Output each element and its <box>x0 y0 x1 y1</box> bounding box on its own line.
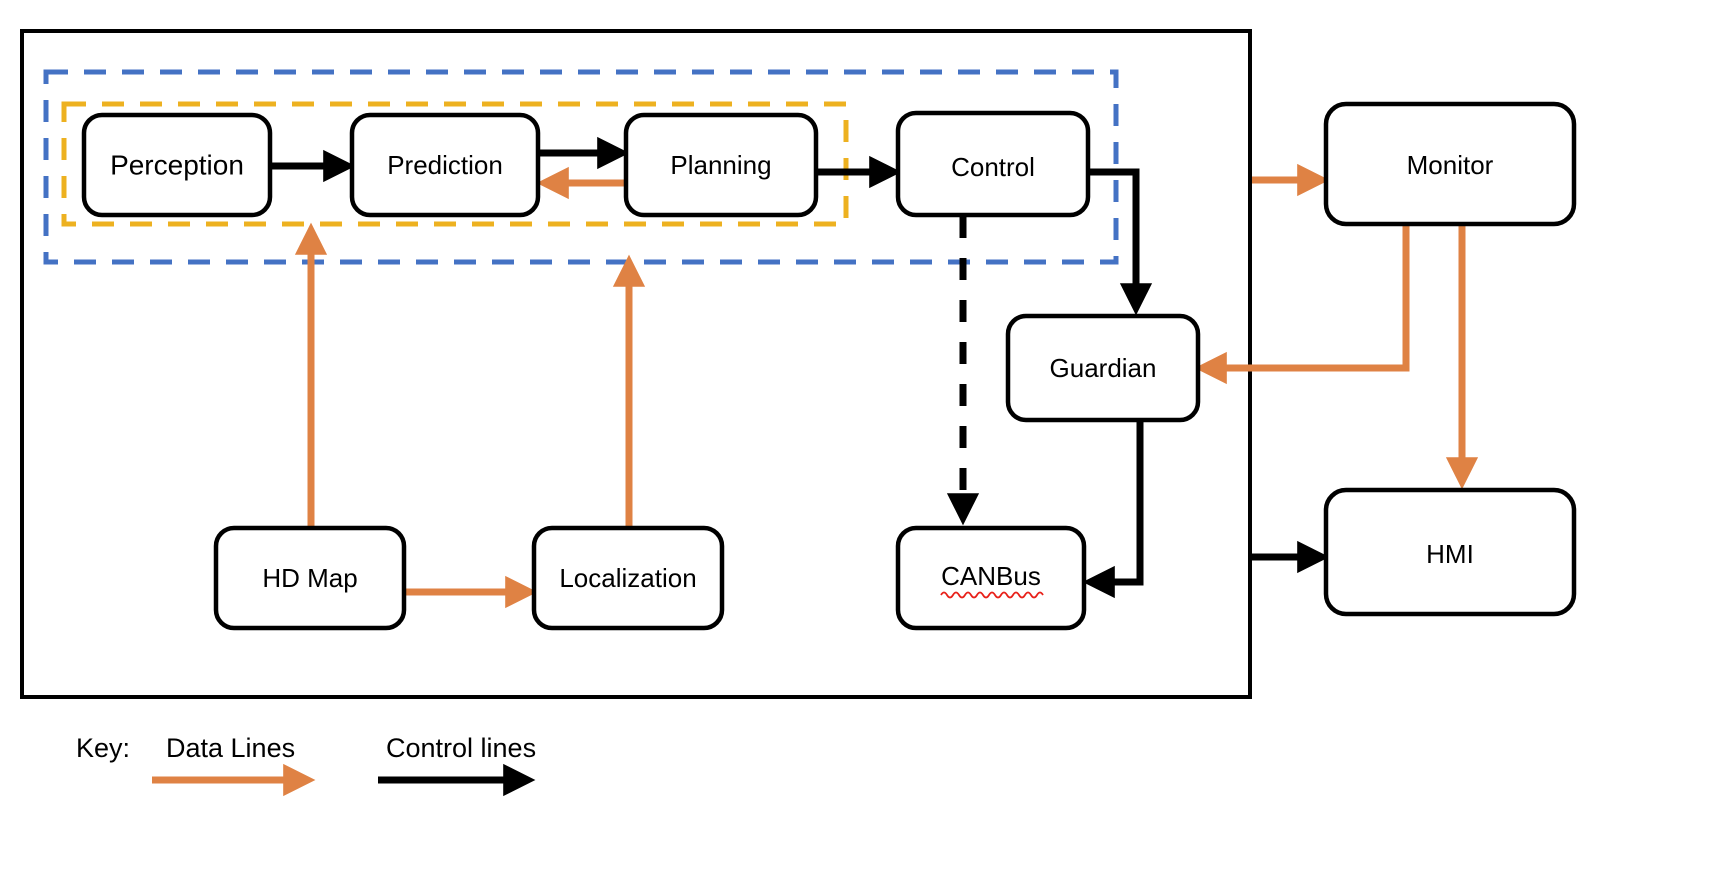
key-legend: Key: Data Lines Control lines <box>76 733 536 797</box>
node-hmi-label: HMI <box>1426 539 1474 569</box>
inner-dashed-group <box>61 101 849 227</box>
node-planning-label: Planning <box>670 150 771 180</box>
node-localization-label: Localization <box>559 563 696 593</box>
node-monitor[interactable]: Monitor <box>1323 101 1577 227</box>
node-hdmap[interactable]: HD Map <box>213 525 407 631</box>
node-hmi[interactable]: HMI <box>1323 487 1577 617</box>
node-perception[interactable]: Perception <box>81 112 273 218</box>
node-control-label: Control <box>951 152 1035 182</box>
spellcheck-squiggle-icon <box>940 591 1044 599</box>
key-item-control-lines-label: Control lines <box>386 733 536 763</box>
edge-control-to-guardian <box>1089 168 1153 316</box>
node-hdmap-label: HD Map <box>262 563 357 593</box>
node-guardian[interactable]: Guardian <box>1005 313 1201 423</box>
edge-guardian-to-canbus <box>1082 420 1144 599</box>
node-planning[interactable]: Planning <box>623 112 819 218</box>
node-control[interactable]: Control <box>895 110 1091 218</box>
vehicle-boundary-frame <box>20 29 1252 699</box>
node-localization[interactable]: Localization <box>531 525 725 631</box>
key-item-data-lines-label: Data Lines <box>166 733 295 763</box>
node-canbus[interactable]: CANBus <box>895 525 1087 631</box>
node-monitor-label: Monitor <box>1407 150 1494 180</box>
edge-monitor-to-guardian <box>1194 224 1410 385</box>
node-prediction-label: Prediction <box>387 150 503 180</box>
node-canbus-label: CANBus <box>941 561 1041 591</box>
outer-dashed-group <box>43 69 1119 265</box>
node-prediction[interactable]: Prediction <box>349 112 541 218</box>
node-guardian-label: Guardian <box>1050 353 1157 383</box>
key-title: Key: <box>76 733 130 763</box>
node-perception-label: Perception <box>110 149 244 180</box>
